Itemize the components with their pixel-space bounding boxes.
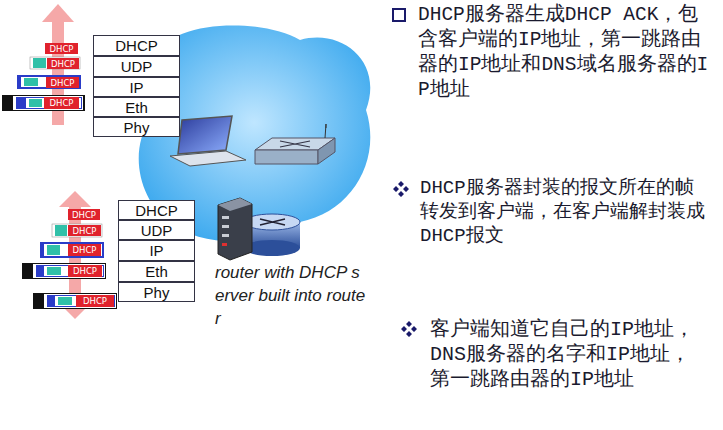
protocol-layer-box: Eth <box>93 97 180 117</box>
bullet-text: 客户端知道它自己的IP地址，DNS服务器的名字和IP地址，第一跳路由器的IP地址 <box>430 317 700 392</box>
layer-name: DHCP <box>50 98 74 108</box>
layer-name: DHCP <box>73 226 97 236</box>
layer-name: Eth <box>145 263 168 280</box>
router-server-icon <box>218 198 300 260</box>
protocol-layer-box: UDP <box>93 56 180 77</box>
layer-name: Phy <box>144 284 170 301</box>
protocol-layer-box: IP <box>118 240 195 261</box>
layer-name: IP <box>149 242 163 259</box>
layer-name: DHCP <box>50 44 74 54</box>
packet-label: DHCP <box>44 97 79 109</box>
protocol-layer-box: Phy <box>118 282 195 302</box>
bullet-diamond <box>393 181 417 337</box>
layer-name: DHCP <box>135 202 178 219</box>
bullet-square <box>393 9 405 21</box>
protocol-layer-box: IP <box>93 77 180 97</box>
protocol-layer-box: Phy <box>93 117 180 137</box>
packet-wrapper <box>2 57 85 111</box>
label-text: router with DHCP server built into route… <box>215 263 365 328</box>
layer-name: IP <box>129 79 143 96</box>
packet-wrapper <box>22 224 117 309</box>
label-text: 客户端知道它自己的IP地址，DNS服务器的名字和IP地址，第一跳路由器的IP地址 <box>430 318 694 391</box>
device-caption: router with DHCP server built into route… <box>215 261 367 330</box>
bullet-text: DHCP服务器生成DHCP ACK，包含客户端的IP地址，第一跳路由器的IP地址… <box>418 3 710 103</box>
layer-name: DHCP <box>72 210 96 220</box>
packet-label: DHCP <box>68 265 102 277</box>
layer-name: Eth <box>125 99 148 116</box>
packet-label: DHCP <box>68 244 101 256</box>
bullet-text: DHCP服务器封装的报文所在的帧转发到客户端，在客户端解封装成DHCP报文 <box>420 176 710 248</box>
label-text: DHCP服务器封装的报文所在的帧转发到客户端，在客户端解封装成DHCP报文 <box>420 177 705 247</box>
layer-name: UDP <box>141 222 173 239</box>
laptop-icon <box>170 116 246 166</box>
layer-name: DHCP <box>73 266 97 276</box>
layer-name: DHCP <box>115 37 158 54</box>
layer-name: DHCP <box>83 296 107 306</box>
packet-label: DHCP <box>46 77 79 88</box>
protocol-layer-box: DHCP <box>118 200 195 220</box>
protocol-layer-box: DHCP <box>93 35 180 56</box>
layer-name: DHCP <box>51 59 75 69</box>
packet-label: DHCP <box>76 295 114 307</box>
protocol-layer-box: UDP <box>118 220 195 240</box>
packet-label: DHCP <box>47 58 79 69</box>
layer-name: Phy <box>124 119 150 136</box>
packet-label: DHCP <box>45 43 78 54</box>
packet-label: DHCP <box>68 225 101 236</box>
label-text: DHCP服务器生成DHCP ACK，包含客户端的IP地址，第一跳路由器的IP地址… <box>418 4 708 101</box>
layer-name: DHCP <box>73 245 97 255</box>
protocol-layer-box: Eth <box>118 261 195 282</box>
switch-icon <box>255 124 335 164</box>
layer-name: UDP <box>121 58 153 75</box>
packet-label: DHCP <box>68 209 100 220</box>
layer-name: DHCP <box>51 78 75 88</box>
